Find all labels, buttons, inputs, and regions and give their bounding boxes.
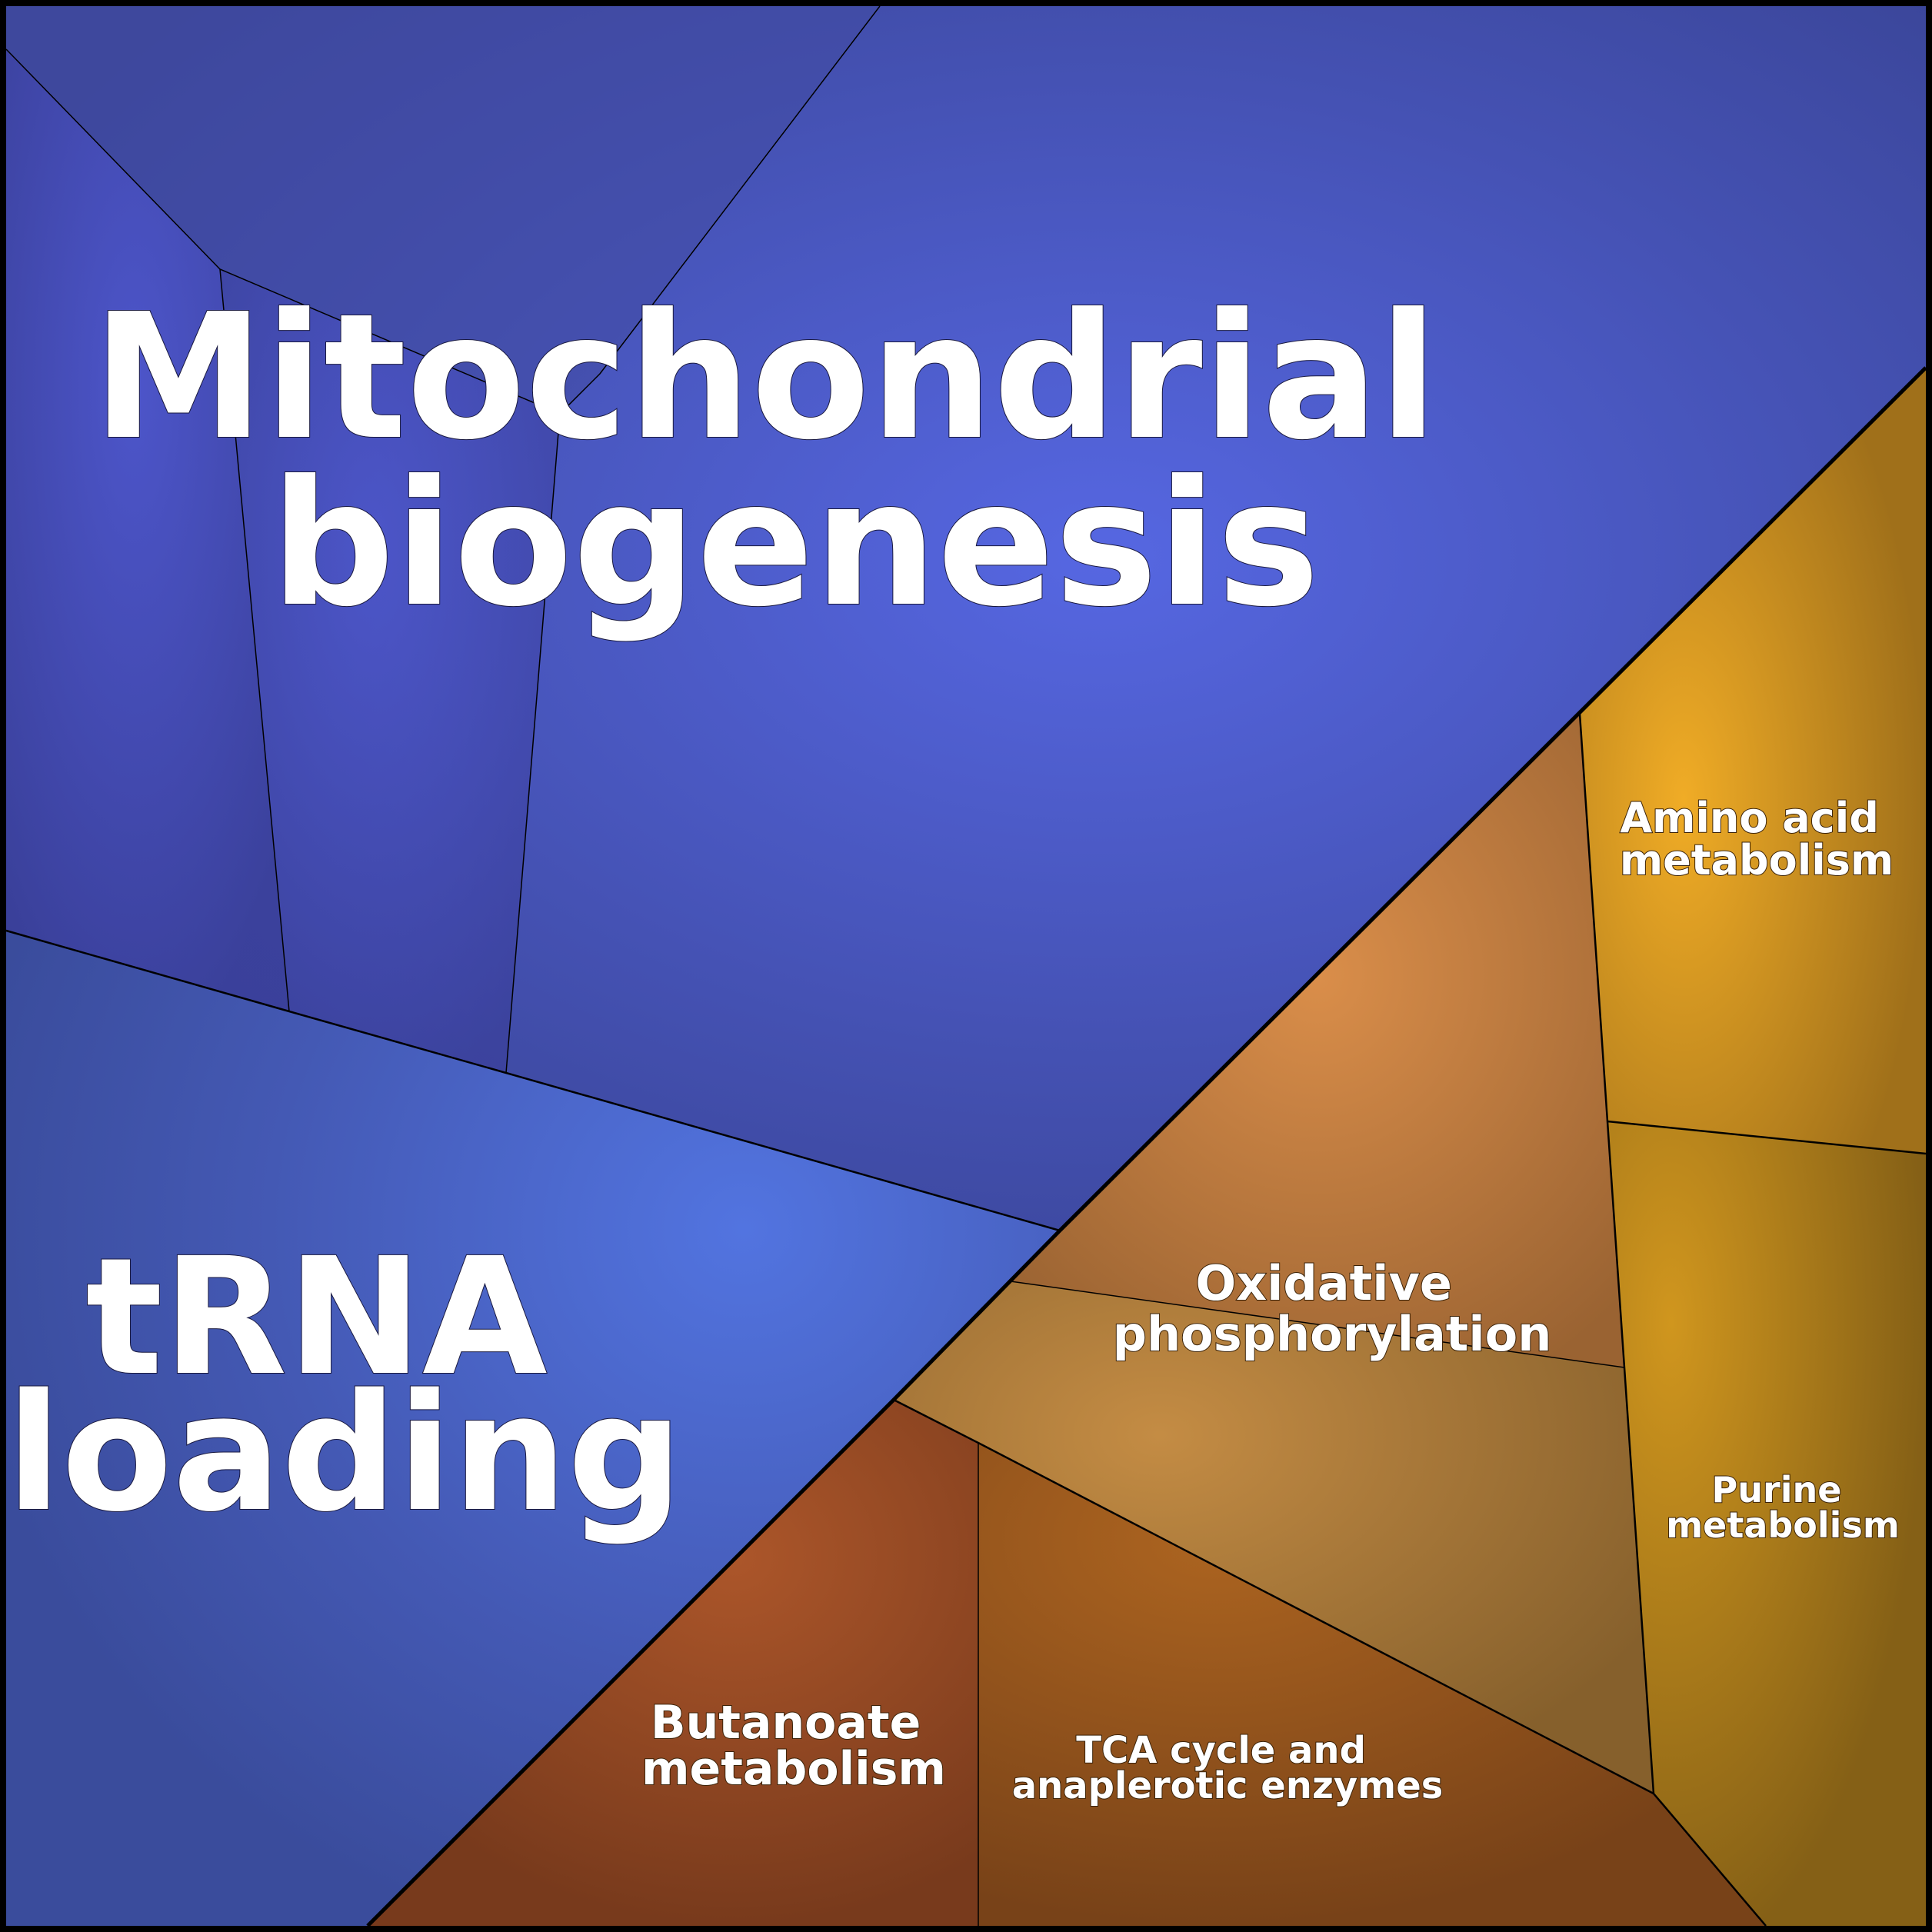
- label-line: Mitochondrial: [92, 277, 1438, 478]
- cell-oxidative-phosphorylation[interactable]: [1011, 714, 1624, 1367]
- cell-amino-acid[interactable]: [1580, 368, 1926, 1154]
- boundary-line: [5, 929, 1061, 1232]
- group-boundary-line: [366, 366, 1927, 1927]
- label-line: tRNA: [85, 1223, 547, 1411]
- label-oxidative-phosphorylation: Oxidative phosphorylation: [1113, 1255, 1552, 1362]
- cell-mito-top[interactable]: [6, 6, 880, 414]
- label-line: anaplerotic enzymes: [1012, 1764, 1444, 1807]
- cell-mito-strip[interactable]: [220, 269, 560, 1073]
- label-line: Butanoate: [651, 1696, 921, 1750]
- cell-tca-cycle[interactable]: [978, 1443, 1766, 1926]
- boundary-line: [1010, 1281, 1625, 1368]
- label-line: TCA cycle and: [1076, 1729, 1366, 1772]
- label-line: Purine: [1712, 1469, 1842, 1511]
- cell-purine[interactable]: [1607, 1121, 1926, 1926]
- boundary-line: [505, 413, 561, 1074]
- cell-mito-left[interactable]: [6, 49, 289, 1011]
- boundary-line: [1607, 1120, 1927, 1155]
- label-amino-acid-metabolism: Amino acid metabolism: [1620, 794, 1894, 884]
- label-line: metabolism: [641, 1742, 946, 1796]
- boundary-line: [219, 268, 290, 1012]
- label-line: phosphorylation: [1113, 1306, 1552, 1362]
- label-mitochondrial-biogenesis: Mitochondrial biogenesis: [92, 277, 1498, 645]
- label-line: metabolism: [1620, 836, 1894, 884]
- label-line: metabolism: [1666, 1504, 1900, 1546]
- cell-oxidative-sub[interactable]: [894, 1281, 1654, 1794]
- label-line: loading: [6, 1359, 683, 1547]
- cell-trna-loading[interactable]: [6, 931, 1060, 1926]
- cell-butanoate[interactable]: [368, 1400, 978, 1926]
- label-purine-metabolism: Purine metabolism: [1666, 1469, 1900, 1546]
- label-butanoate-metabolism: Butanoate metabolism: [641, 1696, 946, 1796]
- label-trna-loading: tRNA loading: [6, 1223, 683, 1547]
- label-line: biogenesis: [271, 444, 1320, 645]
- label-line: Oxidative: [1195, 1255, 1452, 1311]
- label-line: Amino acid: [1620, 794, 1879, 842]
- label-tca-cycle: TCA cycle and anaplerotic enzymes: [1012, 1729, 1444, 1807]
